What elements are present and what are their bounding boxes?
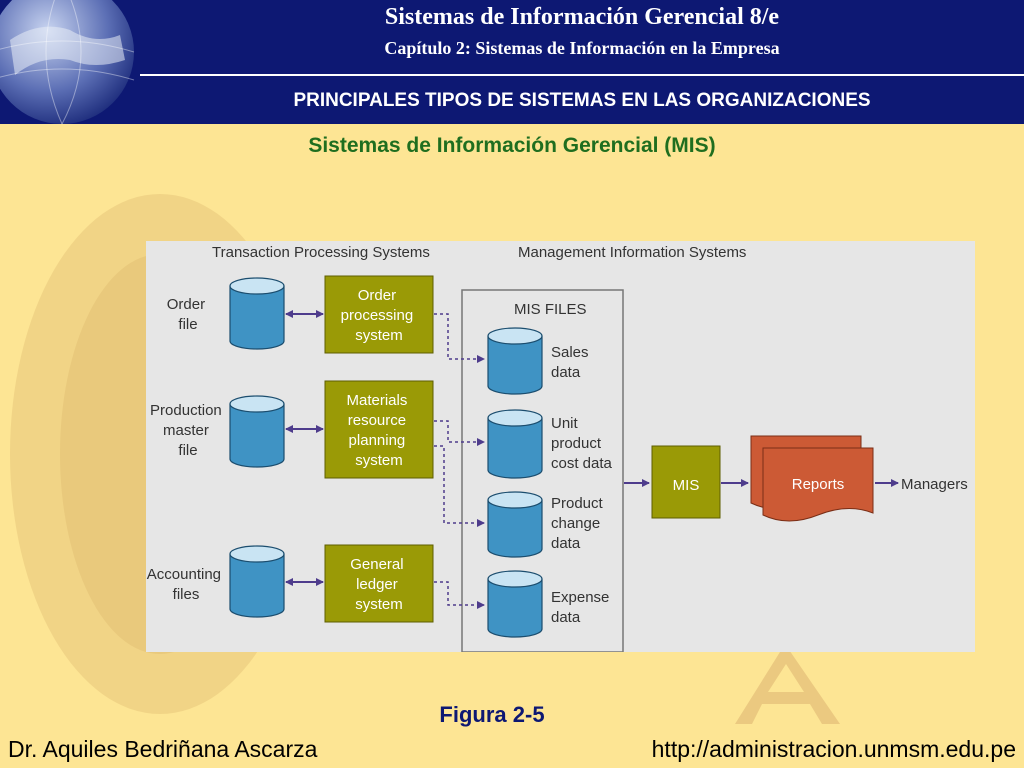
- section-banner: PRINCIPALES TIPOS DE SISTEMAS EN LAS ORG…: [293, 90, 871, 111]
- materials-resource-planning-system-label: Materials resource planning system: [346, 392, 411, 469]
- order-processing-system-label: Order processing system: [341, 287, 418, 344]
- mis-box: [651, 445, 721, 519]
- footer: Dr. Aquiles Bedriñana Ascarza http://adm…: [0, 734, 1024, 768]
- mis-diagram: Transaction Processing Systems Managemen…: [146, 241, 975, 652]
- footer-author: Dr. Aquiles Bedriñana Ascarza: [8, 736, 318, 762]
- production-master-file-cylinder-icon: [229, 395, 285, 468]
- ledger-to-expense-flow: [434, 581, 485, 609]
- materials-to-product-change-flow: [434, 445, 485, 527]
- order-file-cylinder-icon: [229, 277, 285, 350]
- general-ledger-system-box: [324, 544, 434, 623]
- main-title: Sistemas de Información Gerencial 8/e: [384, 4, 780, 30]
- accounting-files-label: Accounting files: [147, 566, 225, 603]
- globe-icon: [0, 0, 135, 124]
- chapter-title: Capítulo 2: Sistemas de Información en l…: [384, 38, 780, 58]
- order-file-label: Order file: [167, 296, 210, 333]
- sales-data-label: Sales data: [551, 344, 593, 381]
- mis-heading: Management Information Systems: [518, 244, 746, 261]
- materials-to-unit-cost-flow: [434, 420, 485, 446]
- order-processing-system-box: [324, 275, 434, 354]
- reports-label: Reports: [792, 476, 845, 493]
- header-bar: Sistemas de Información Gerencial 8/e Ca…: [0, 0, 1024, 124]
- watermark-letter-a: [735, 644, 840, 724]
- unit-product-cost-data-label: Unit product cost data: [551, 415, 613, 472]
- tps-heading: Transaction Processing Systems: [212, 244, 430, 261]
- product-change-data-label: Product change data: [551, 495, 607, 552]
- expense-data-cylinder-icon: [487, 570, 543, 638]
- slide-subtitle: Sistemas de Información Gerencial (MIS): [308, 134, 716, 157]
- mis-files-title: MIS FILES: [514, 301, 587, 318]
- sales-data-cylinder-icon: [487, 327, 543, 395]
- materials-resource-planning-system-box: [324, 380, 434, 479]
- order-to-sales-flow: [434, 313, 485, 363]
- general-ledger-system-label: General ledger system: [350, 556, 408, 613]
- header-divider: [140, 74, 1024, 76]
- managers-label: Managers: [901, 476, 968, 493]
- accounting-files-cylinder-icon: [229, 545, 285, 618]
- product-change-data-cylinder-icon: [487, 491, 543, 558]
- production-master-file-label: Production master file: [150, 402, 226, 459]
- footer-url-link[interactable]: http://administracion.unmsm.edu.pe: [651, 736, 1016, 762]
- expense-data-label: Expense data: [551, 589, 614, 626]
- unit-product-cost-data-cylinder-icon: [487, 409, 543, 479]
- reports-document-icon: [750, 435, 874, 522]
- figure-caption: Figura 2-5: [439, 702, 545, 727]
- mis-box-label: MIS: [673, 477, 700, 494]
